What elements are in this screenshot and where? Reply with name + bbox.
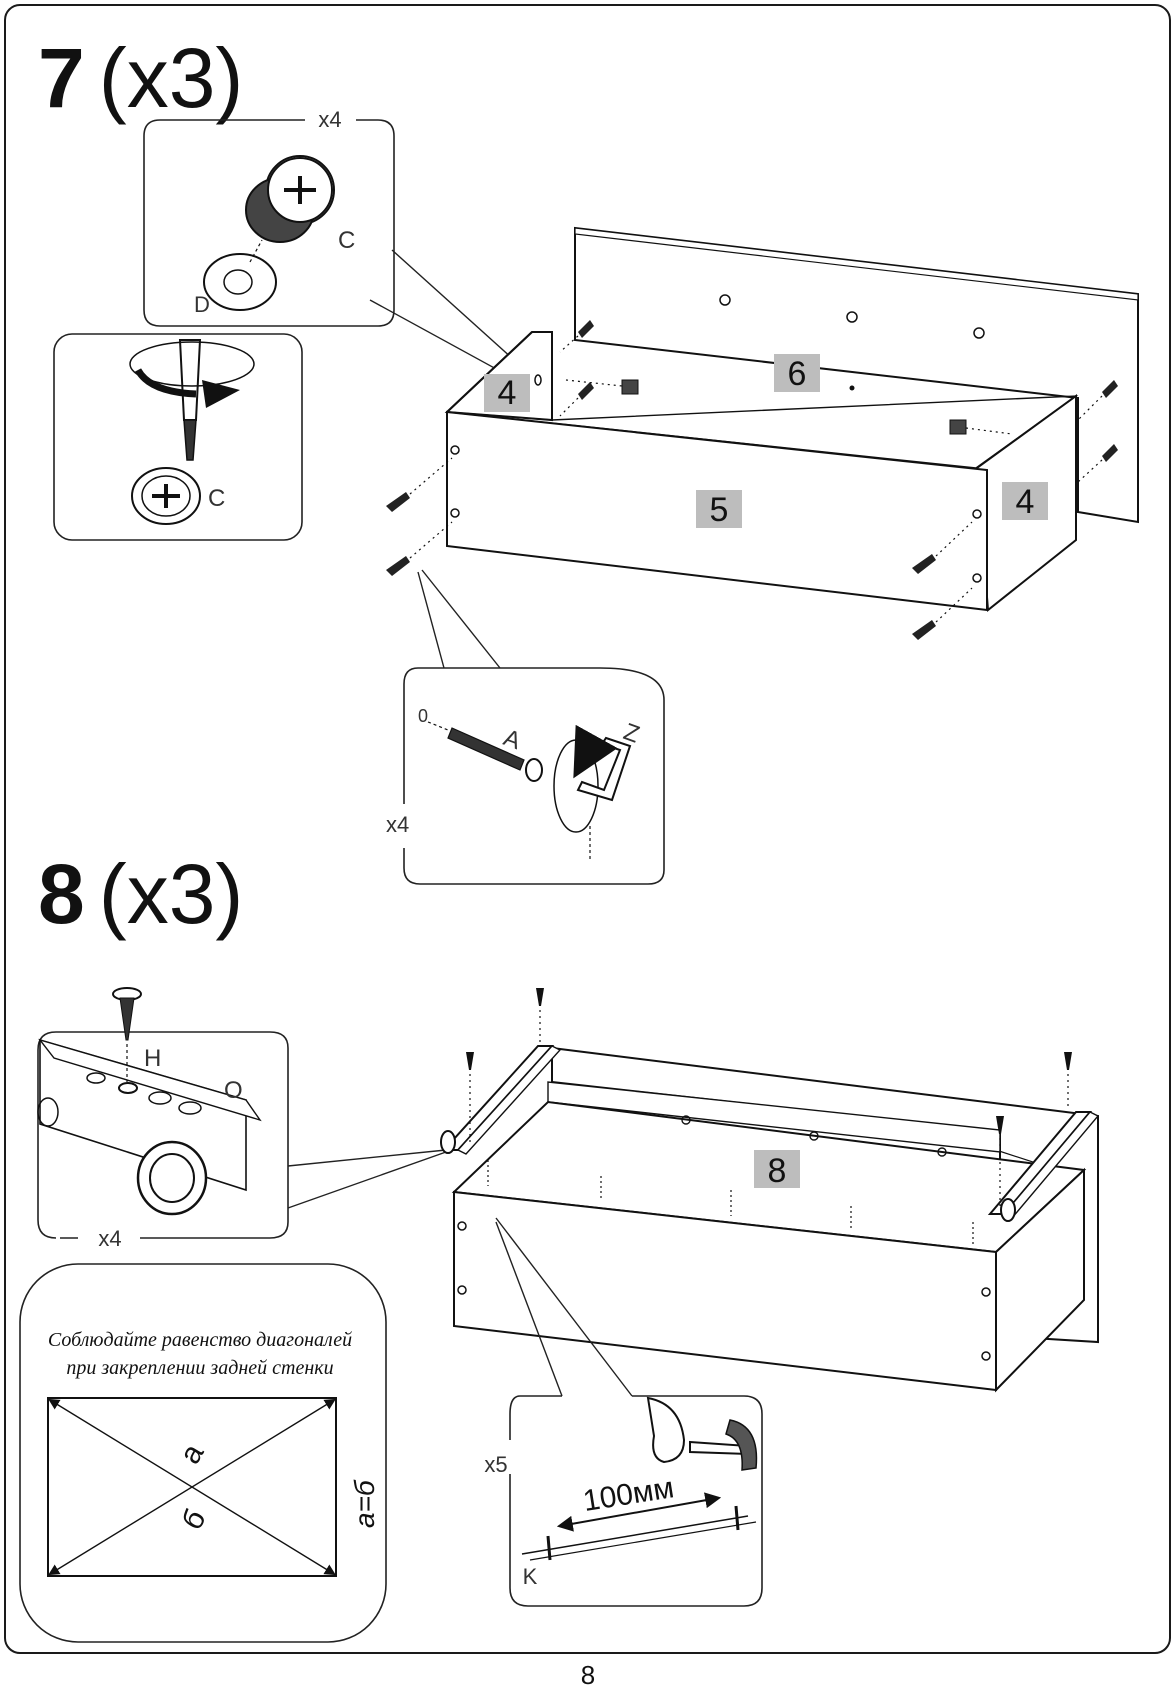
step-7-number: 7 bbox=[38, 31, 85, 125]
cam-part-d-label: D bbox=[194, 292, 210, 317]
cam-bolt-icon bbox=[565, 379, 639, 395]
rail-screw-callout: x4 H O bbox=[37, 987, 447, 1251]
step-8-count: (x3) bbox=[98, 847, 244, 941]
rail-part-h-label: H bbox=[144, 1045, 161, 1072]
dowel-hex-callout: x4 A Z 0 bbox=[386, 569, 665, 885]
screwdriver-part-c-label: C bbox=[208, 485, 225, 512]
panel-5 bbox=[446, 395, 1079, 612]
hex-tool-z-label: Z bbox=[620, 718, 643, 748]
wood-screw-icon bbox=[112, 987, 142, 1082]
dowel-icon bbox=[1077, 380, 1118, 421]
dowel-start-mark: 0 bbox=[418, 706, 428, 726]
spacing-dimension-arrow bbox=[556, 1492, 722, 1532]
dowel-screw-icon bbox=[427, 721, 543, 782]
dowel-callout-qty: x4 bbox=[386, 812, 409, 837]
cam-lock-top-icon bbox=[131, 467, 201, 525]
nailing-part-k-label: K bbox=[523, 1564, 538, 1589]
screwdriver-icon bbox=[178, 339, 202, 461]
step-8-title: 8(x3) bbox=[38, 852, 243, 936]
dowel-icon bbox=[386, 457, 453, 512]
step-7-title: 7(x3) bbox=[38, 36, 243, 120]
rail-part-o-label: O bbox=[224, 1077, 243, 1104]
svg-text:4: 4 bbox=[1016, 483, 1035, 521]
svg-text:8: 8 bbox=[768, 1152, 787, 1190]
dowel-icon bbox=[386, 521, 453, 576]
dowel-icon bbox=[559, 382, 594, 417]
panel-label-5: 5 bbox=[696, 490, 742, 529]
cam-fitting-callout: x4 C D bbox=[143, 107, 524, 383]
diagonal-note-text: Соблюдайте равенство диагоналей при закр… bbox=[20, 1326, 380, 1382]
roller-wheel-icon bbox=[136, 1140, 208, 1216]
panel-label-4-left: 4 bbox=[484, 374, 530, 412]
rotate-arrow-icon bbox=[129, 341, 255, 408]
diagonal-note-line-2: при закреплении задней стенки bbox=[66, 1357, 334, 1379]
drawer-box bbox=[451, 1046, 1099, 1393]
screwdriver-callout: C bbox=[53, 333, 303, 541]
nailing-spacing-label: 100мм bbox=[581, 1471, 676, 1518]
nail-icon bbox=[521, 1505, 757, 1561]
diagonal-equation: a=б bbox=[349, 1479, 380, 1528]
screw-icon bbox=[996, 1116, 1004, 1210]
step-8-number: 8 bbox=[38, 847, 85, 941]
drawer-rail-left bbox=[440, 1045, 562, 1155]
svg-text:5: 5 bbox=[710, 491, 729, 529]
panel-label-8: 8 bbox=[754, 1150, 800, 1190]
cam-callout-qty: x4 bbox=[318, 107, 341, 132]
dowel-part-a-label: A bbox=[500, 724, 524, 755]
screw-icon bbox=[1064, 1052, 1072, 1110]
svg-text:6: 6 bbox=[788, 355, 807, 393]
hammer-hand-icon bbox=[646, 1396, 758, 1471]
nailing-callout-qty: x5 bbox=[484, 1452, 507, 1477]
cam-part-c-label: C bbox=[338, 227, 355, 254]
hex-key-icon bbox=[553, 724, 632, 860]
panel-6 bbox=[574, 226, 1139, 524]
step-7-fittings bbox=[386, 320, 1118, 640]
drawer-rail-right bbox=[987, 1111, 1100, 1222]
step-8-fasteners bbox=[466, 988, 1072, 1246]
dowel-icon bbox=[912, 587, 973, 640]
page-frame bbox=[4, 4, 1171, 1654]
cam-lock-icon bbox=[245, 155, 335, 243]
dowel-icon bbox=[1077, 444, 1118, 483]
svg-text:4: 4 bbox=[498, 374, 517, 412]
step-7-count: (x3) bbox=[98, 31, 244, 125]
panel-label-4-right: 4 bbox=[1002, 482, 1048, 521]
screw-icon bbox=[536, 988, 544, 1042]
cam-bolt-icon bbox=[949, 419, 1013, 435]
panel-label-6: 6 bbox=[774, 354, 820, 393]
diagonal-note-line-1: Соблюдайте равенство диагоналей bbox=[47, 1329, 353, 1351]
screw-icon bbox=[466, 1052, 474, 1144]
dowel-icon bbox=[559, 320, 594, 353]
dowel-icon bbox=[912, 521, 973, 574]
diagonal-note-box: a б a=б bbox=[19, 1263, 387, 1643]
cam-disc-icon bbox=[203, 239, 277, 311]
page-number: 8 bbox=[580, 1660, 596, 1690]
rail-callout-qty: x4 bbox=[98, 1226, 121, 1251]
